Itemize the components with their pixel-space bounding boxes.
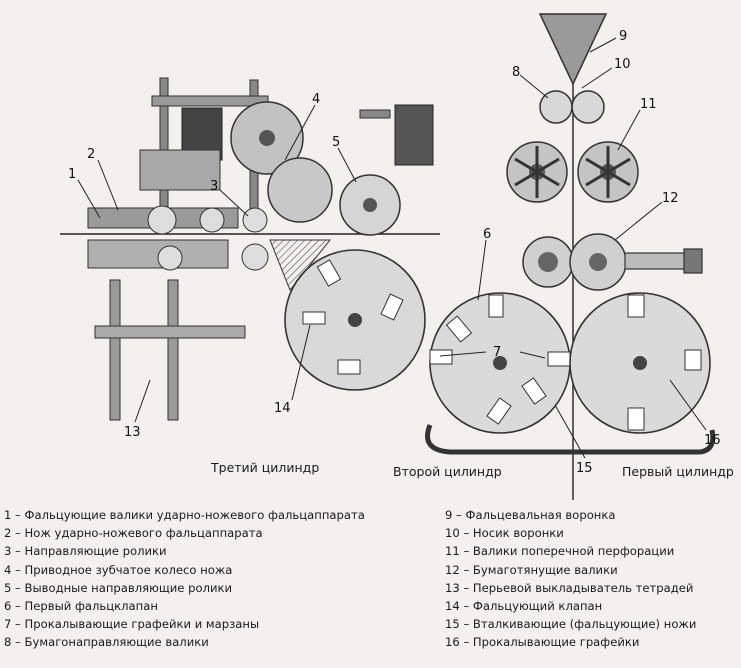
callout-3: 3 — [210, 179, 218, 194]
callout-1: 1 — [68, 167, 76, 182]
legend-item: 11 – Валики поперечной перфорации — [445, 544, 675, 559]
callout-11: 11 — [640, 97, 657, 112]
legend-item: 7 – Прокалывающие графейки и марзаны — [4, 617, 260, 632]
callout-12: 12 — [662, 191, 679, 206]
callout-5: 5 — [332, 135, 340, 150]
legend-item: 6 – Первый фальцклапан — [4, 599, 158, 614]
callout-10: 10 — [614, 57, 631, 72]
callout-15: 15 — [576, 461, 593, 476]
legend-item: 8 – Бумагонаправляющие валики — [4, 635, 209, 650]
legend-item: 5 – Выводные направляющие ролики — [4, 580, 233, 595]
callout-13: 13 — [124, 425, 141, 440]
callout-9: 9 — [619, 29, 627, 44]
legend-item: 14 – Фальцующий клапан — [445, 599, 603, 614]
caption-second-cylinder: Второй цилиндр — [393, 464, 502, 479]
tape-delivery-fan — [94, 279, 246, 421]
callout-8: 8 — [512, 65, 520, 80]
legend-left: 1 – Фальцующие валики ударно-ножевого фа… — [4, 506, 365, 652]
legend-right: 9 – Фальцевальная воронка 10 – Носик вор… — [445, 506, 696, 652]
knife-folder-assembly — [60, 77, 440, 291]
legend-item: 10 – Носик воронки — [445, 526, 564, 541]
perforation-rollers — [506, 141, 639, 203]
folding-machine-diagram: 1 2 3 4 5 6 7 8 9 10 11 12 13 14 15 16 — [60, 13, 721, 500]
paper-pulling-rollers — [522, 233, 703, 291]
legend-item: 4 – Приводное зубчатое колесо ножа — [4, 562, 233, 577]
caption-third-cylinder: Третий цилиндр — [211, 460, 320, 475]
legend-item: 2 – Нож ударно-ножевого фальцаппарата — [4, 526, 263, 541]
legend-item: 9 – Фальцевальная воронка — [445, 508, 616, 522]
callout-labels — [77, 37, 707, 459]
callout-4: 4 — [312, 92, 320, 107]
callout-6: 6 — [483, 227, 491, 242]
first-cylinder — [569, 292, 711, 434]
legend-item: 15 – Вталкивающие (фальцующие) ножи — [445, 617, 697, 632]
legend-item: 12 – Бумаготянущие валики — [445, 562, 618, 577]
callout-14: 14 — [274, 401, 291, 416]
third-cylinder — [284, 249, 426, 391]
caption-first-cylinder: Первый цилиндр — [622, 464, 734, 479]
paper-guide-rollers — [539, 90, 605, 124]
legend-item: 1 – Фальцующие валики ударно-ножевого фа… — [4, 508, 365, 522]
callout-2: 2 — [87, 147, 95, 162]
callout-7: 7 — [493, 345, 501, 360]
callout-16: 16 — [704, 433, 721, 448]
legend-item: 13 – Перьевой выкладыватель тетрадей — [445, 580, 694, 595]
collecting-tray — [425, 424, 716, 455]
legend-item: 3 – Направляющие ролики — [4, 544, 167, 559]
legend-item: 16 – Прокалывающие графейки — [445, 635, 640, 650]
folding-funnel — [538, 13, 608, 500]
second-cylinder — [429, 292, 571, 434]
